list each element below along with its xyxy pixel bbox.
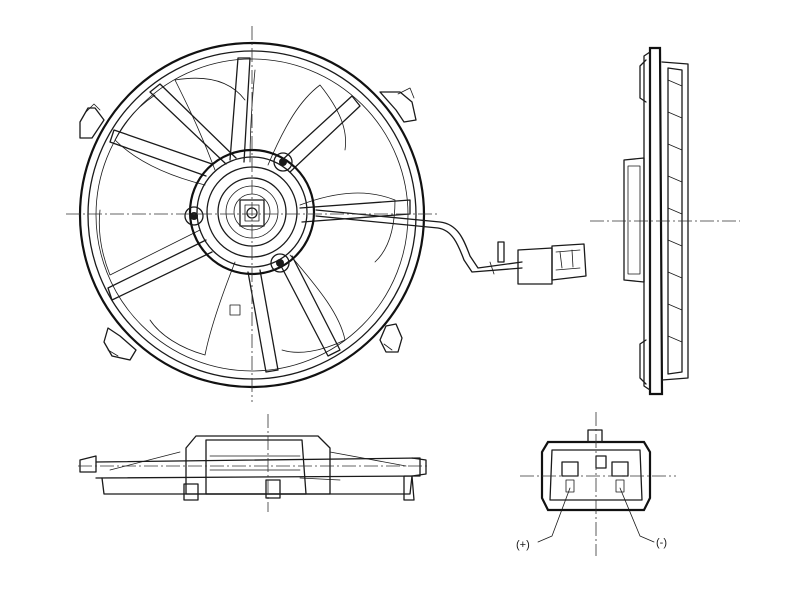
wire-harness <box>315 209 523 275</box>
motor-mount-bosses <box>184 152 293 316</box>
fan-front-view <box>66 26 587 402</box>
positive-terminal-label: (+) <box>516 539 530 551</box>
negative-terminal-label: (-) <box>656 537 667 549</box>
mounting-lugs <box>79 87 417 361</box>
fan-side-view <box>590 46 740 396</box>
side-blade-ribs <box>667 79 683 343</box>
wire-connector <box>497 241 587 285</box>
support-struts <box>107 57 411 373</box>
fan-top-view <box>78 414 430 512</box>
fan-blades <box>98 69 396 356</box>
connector-pinout-view: (+) (-) <box>516 412 676 556</box>
